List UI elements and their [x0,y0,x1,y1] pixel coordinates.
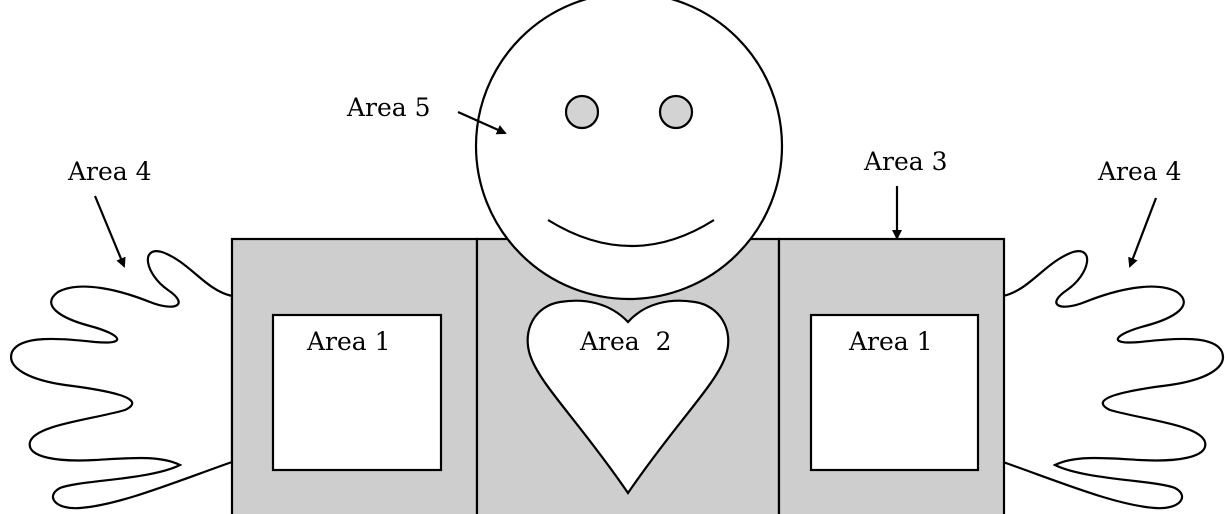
label-area3: Area 3 [863,147,948,176]
label-area4-right: Area 4 [1097,157,1182,186]
smile [547,219,715,248]
label-area4-left: Area 4 [67,157,152,186]
head [474,0,784,301]
arrow-area5 [457,110,507,135]
arrow-area4-right [1128,197,1158,268]
left-eye [564,94,600,130]
right-hand [1001,250,1225,510]
label-area1-right: Area 1 [848,327,933,356]
right-eye [658,94,694,130]
label-area2: Area 2 [579,327,672,356]
right-area1-window [809,313,980,472]
left-area1-window [271,313,443,472]
label-area1-left: Area 1 [306,327,391,356]
heart-shape [526,299,730,495]
label-area5: Area 5 [346,93,431,122]
left-hand [10,250,234,510]
arrow-area4-left [93,195,126,268]
